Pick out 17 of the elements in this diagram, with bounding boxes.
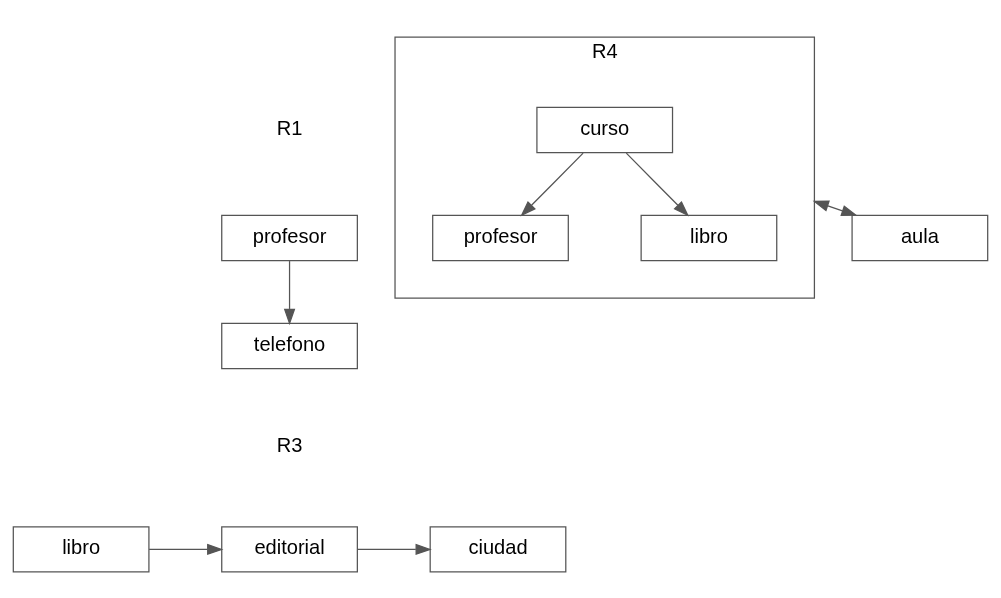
arrow bbox=[356, 543, 432, 555]
label: R3 bbox=[276, 433, 303, 456]
label: R1 bbox=[276, 116, 303, 139]
arrow bbox=[283, 259, 296, 325]
node-box: ciudad bbox=[429, 525, 567, 573]
node-box: aula bbox=[851, 214, 989, 261]
node-box: libro bbox=[640, 214, 778, 261]
arrow bbox=[520, 151, 584, 217]
arrow bbox=[812, 200, 858, 216]
node-box: curso bbox=[536, 106, 674, 153]
node-box: libro bbox=[12, 525, 150, 573]
node-box: profesor bbox=[221, 214, 358, 261]
node-box: telefono bbox=[221, 322, 358, 369]
node-box: editorial bbox=[221, 525, 358, 573]
node-box: profesor bbox=[432, 214, 569, 261]
arrow bbox=[148, 543, 224, 555]
arrow bbox=[625, 151, 690, 217]
